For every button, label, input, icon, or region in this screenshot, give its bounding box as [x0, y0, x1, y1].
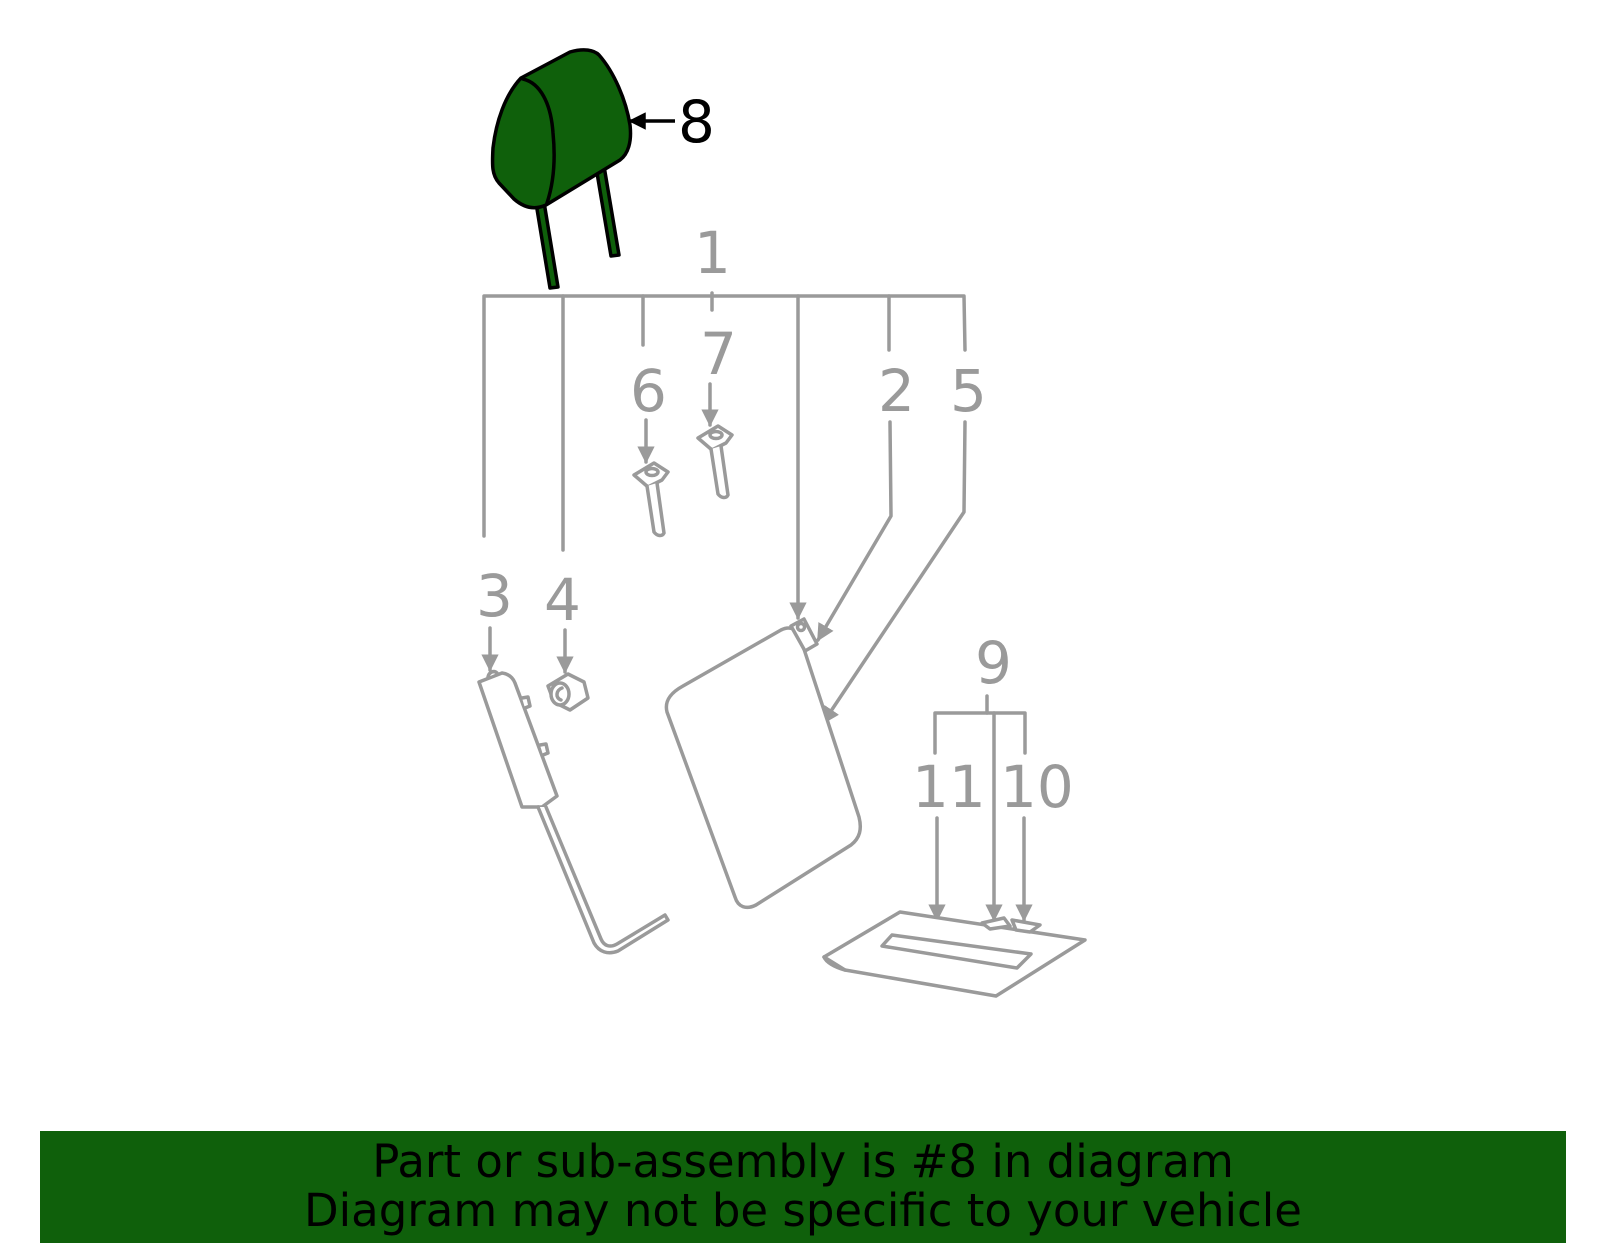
callout-5[interactable]: 5	[950, 357, 987, 425]
headrest-side-seam	[521, 77, 556, 205]
callout-2[interactable]: 2	[878, 357, 915, 425]
headrest-part-8[interactable]	[490, 48, 633, 290]
guide-bolt-part-7[interactable]	[696, 424, 734, 500]
callout-11[interactable]: 11	[912, 753, 986, 821]
leader-2	[816, 420, 893, 642]
banner-line-disclaimer: Diagram may not be specific to your vehi…	[304, 1184, 1302, 1237]
callout-4[interactable]: 4	[544, 566, 581, 634]
headrest-post-left	[534, 200, 560, 290]
callout-6[interactable]: 6	[630, 357, 667, 425]
callout-7[interactable]: 7	[700, 320, 737, 388]
nut-part-4[interactable]	[546, 672, 590, 712]
seat-heater-part-3[interactable]	[477, 669, 670, 955]
callout-1[interactable]: 1	[694, 219, 731, 287]
callout-9[interactable]: 9	[975, 629, 1012, 697]
pad-clip-10	[1010, 918, 1042, 934]
seat-cushion-pad-part-9[interactable]	[822, 910, 1087, 998]
side-airbag-module[interactable]	[664, 617, 863, 910]
assembly-bracket-9	[933, 694, 1027, 922]
callout-10[interactable]: 10	[1000, 753, 1074, 821]
assembly-bracket-1	[482, 291, 967, 620]
pad-clip-11	[980, 916, 1012, 931]
callout-3[interactable]: 3	[476, 562, 513, 630]
banner-line-part: Part or sub-assembly is #8 in diagram	[372, 1135, 1234, 1188]
info-banner: Part or sub-assembly is #8 in diagram Di…	[40, 1131, 1566, 1243]
callout-8[interactable]: 8	[678, 88, 715, 156]
leader-5	[821, 420, 967, 725]
headrest-post-right	[594, 164, 621, 258]
headrest-cushion	[490, 48, 633, 210]
guide-bolt-part-6[interactable]	[632, 461, 670, 538]
